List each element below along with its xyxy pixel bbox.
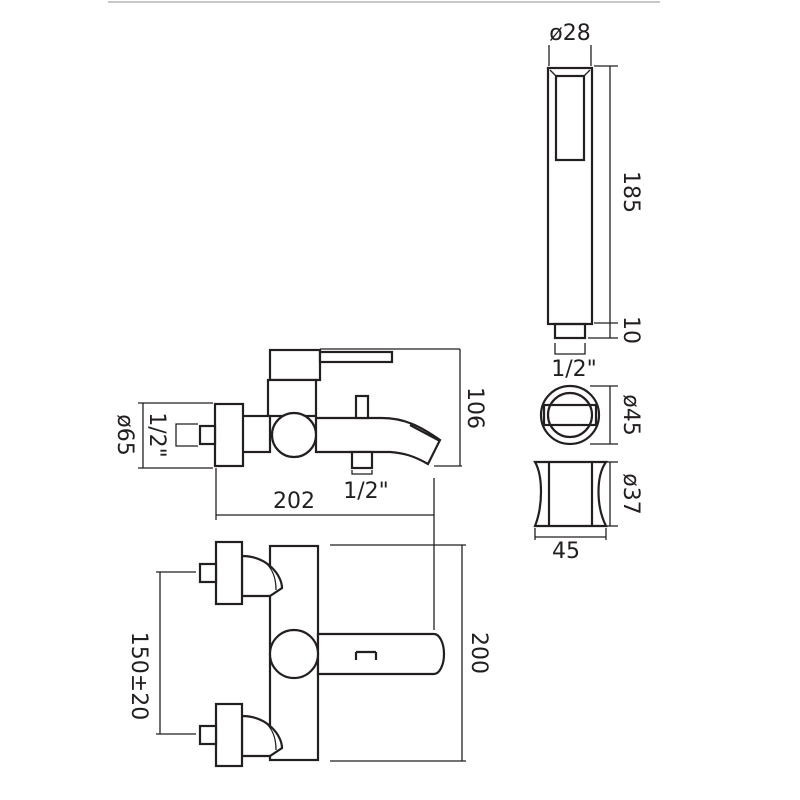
mixer-front-view — [198, 348, 442, 470]
handset-diameter-label: ø28 — [549, 21, 590, 46]
handset-connector-label: 10 — [618, 316, 643, 344]
reach-label: 202 — [273, 489, 315, 514]
flange-diameter-label: ø65 — [112, 414, 137, 455]
holder-width-label: 45 — [552, 539, 580, 564]
handset-thread-label: 1/2" — [551, 357, 597, 382]
inlet-thread-label: 1/2" — [144, 412, 169, 458]
holder-diameter-label: ø37 — [618, 473, 643, 514]
wall-bracket-diameter-label: ø45 — [618, 394, 643, 435]
hand-shower-handset — [546, 66, 594, 340]
shower-holder — [533, 460, 618, 540]
handset-length-label: 185 — [618, 171, 643, 213]
centres-label: 150±20 — [126, 632, 151, 720]
outlet-thread-label: 1/2" — [343, 479, 389, 504]
handset-dimension-lines — [548, 45, 618, 355]
mixer-front-dimension-lines — [138, 348, 462, 520]
depth-label: 200 — [466, 632, 491, 674]
mixer-plan-view — [198, 540, 446, 768]
wall-bracket — [539, 384, 618, 446]
mixer-plan-dimension-lines — [156, 520, 466, 762]
height-label: 106 — [462, 387, 487, 429]
